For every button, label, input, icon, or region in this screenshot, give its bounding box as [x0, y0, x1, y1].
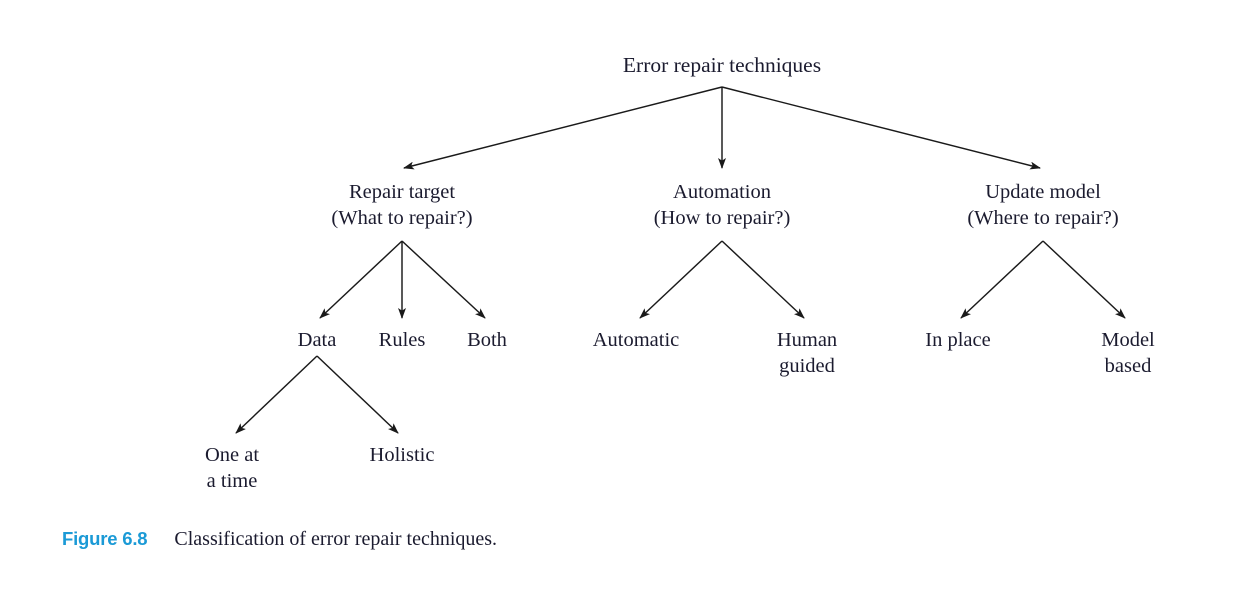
- figure-caption-text: Classification of error repair technique…: [174, 528, 498, 550]
- node-label-line1: Automatic: [592, 329, 680, 351]
- node-model-based[interactable]: Model based: [1101, 327, 1155, 379]
- node-label-line1: Data: [297, 329, 337, 351]
- node-automation[interactable]: Automation (How to repair?): [654, 179, 791, 231]
- edge-repair-target-to-both: [401, 240, 486, 319]
- node-label-line2: (What to repair?): [331, 207, 473, 230]
- node-error-repair-techniques[interactable]: Error repair techniques: [623, 52, 821, 80]
- node-label-line2: based: [1104, 355, 1152, 378]
- node-label-line1: Rules: [378, 329, 426, 351]
- edge-data-to-holistic: [316, 355, 399, 434]
- node-label-line2: guided: [779, 355, 835, 378]
- node-automatic[interactable]: Automatic: [593, 327, 680, 353]
- node-one-at-a-time[interactable]: One at a time: [205, 442, 259, 494]
- node-label-line1: Model: [1101, 329, 1155, 351]
- edge-automation-to-automatic: [639, 240, 723, 319]
- node-human-guided[interactable]: Human guided: [777, 327, 837, 379]
- node-rules[interactable]: Rules: [379, 327, 426, 353]
- node-label-line1: Automation: [673, 181, 771, 203]
- node-label-line1: Holistic: [369, 444, 435, 466]
- edge-update-model-to-model-based: [1042, 240, 1126, 319]
- node-label-line1: Human: [776, 329, 838, 351]
- figure-number-label: Figure 6.8: [62, 528, 148, 549]
- edge-automation-to-human-guided: [721, 240, 805, 319]
- node-repair-target[interactable]: Repair target (What to repair?): [331, 179, 472, 231]
- node-in-place[interactable]: In place: [925, 327, 990, 353]
- figure-caption: Figure 6.8 Classification of error repai…: [62, 528, 497, 551]
- node-label-line1: Repair target: [348, 181, 456, 203]
- edge-data-to-one-at-a-time: [235, 355, 318, 434]
- node-label-line2: (Where to repair?): [967, 207, 1119, 230]
- node-data[interactable]: Data: [298, 327, 337, 353]
- node-label-line1: In place: [925, 329, 991, 351]
- node-label-line2: a time: [206, 470, 258, 493]
- node-both[interactable]: Both: [467, 327, 507, 353]
- node-label-line2: (How to repair?): [653, 207, 791, 230]
- node-label-line1: One at: [204, 444, 260, 466]
- edge-root-to-update-model: [721, 86, 1041, 170]
- node-label-line1: Error repair techniques: [622, 53, 822, 77]
- edge-update-model-to-in-place: [960, 240, 1044, 319]
- node-label-line1: Update model: [985, 181, 1101, 203]
- node-holistic[interactable]: Holistic: [370, 442, 435, 468]
- edge-repair-target-to-data: [319, 240, 403, 319]
- node-update-model[interactable]: Update model (Where to repair?): [967, 179, 1118, 231]
- edge-root-to-repair-target: [403, 86, 723, 170]
- node-label-line1: Both: [467, 329, 507, 351]
